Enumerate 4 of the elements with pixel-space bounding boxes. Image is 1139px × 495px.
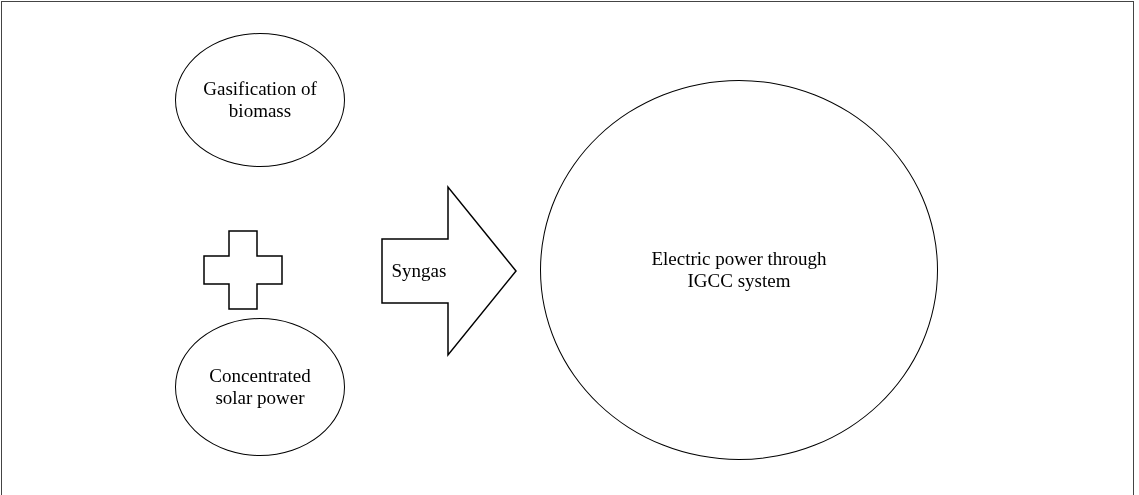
node-text: Electric power through IGCC system xyxy=(650,248,828,292)
arrow-label: Syngas xyxy=(391,260,447,282)
node-text: Gasification of biomass xyxy=(202,78,318,122)
node-text: Concentrated solar power xyxy=(208,365,312,409)
